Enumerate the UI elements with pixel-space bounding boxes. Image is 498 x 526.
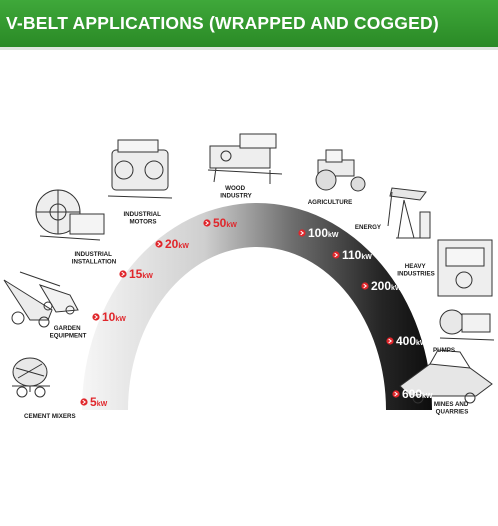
engine-icon [107, 139, 173, 199]
svg-text:200kW: 200kW [371, 279, 402, 293]
wood-machine-icon [207, 133, 283, 184]
heavy-machine-icon [437, 239, 493, 297]
power-unit: kW [422, 393, 433, 400]
marker-dot [155, 240, 163, 248]
marker-dot [386, 337, 394, 345]
power-marker: 10kW [92, 310, 126, 324]
oil-pump-icon [387, 187, 431, 239]
application-label: INDUSTRIAL MOTORS [123, 211, 162, 226]
marker-dot [119, 270, 127, 278]
power-marker: 50kW [203, 216, 237, 230]
power-value: 100 [308, 226, 328, 240]
application-labels: CEMENT MIXERS GARDEN EQUIPMENT INDUSTRIA… [24, 185, 470, 420]
marker-dot [361, 282, 369, 290]
power-value: 15 [129, 267, 143, 281]
power-marker: 100kW [298, 226, 339, 240]
application-label: MINES AND QUARRIES [434, 401, 470, 416]
application-label: GARDEN EQUIPMENT [50, 325, 87, 340]
application-label: WOOD INDUSTRY [220, 185, 252, 200]
svg-text:600kW: 600kW [402, 387, 433, 401]
application-label: ENERGY [355, 224, 382, 231]
power-value: 600 [402, 387, 422, 401]
power-marker: 15kW [119, 267, 153, 281]
power-markers: 5kW 10kW 15kW 20kW 50kW 100kW [80, 216, 433, 409]
page-title: V-BELT APPLICATIONS (WRAPPED AND COGGED) [6, 13, 439, 33]
application-label: HEAVY INDUSTRIES [397, 263, 434, 278]
power-unit: kW [142, 273, 153, 280]
svg-text:50kW: 50kW [213, 216, 237, 230]
power-marker: 20kW [155, 237, 189, 251]
svg-text:110kW: 110kW [342, 248, 372, 262]
application-label: INDUSTRIAL INSTALLATION [72, 251, 117, 266]
application-label: AGRICULTURE [308, 199, 353, 206]
lawn-mower-icon [3, 271, 79, 328]
power-value: 110 [342, 248, 362, 262]
marker-dot [80, 398, 88, 406]
power-value: 50 [213, 216, 227, 230]
power-unit: kW [115, 316, 126, 323]
cement-mixer-icon [12, 357, 50, 398]
svg-text:400kW: 400kW [396, 334, 427, 348]
svg-text:10kW: 10kW [102, 310, 126, 324]
svg-text:5kW: 5kW [90, 395, 108, 409]
power-marker: 600kW [392, 387, 433, 401]
marker-dot [203, 219, 211, 227]
industrial-fan-icon [35, 189, 105, 241]
svg-text:20kW: 20kW [165, 237, 189, 251]
power-unit: kW [178, 243, 189, 250]
power-unit: kW [328, 232, 339, 239]
power-marker: 200kW [361, 279, 402, 293]
power-unit: kW [97, 401, 108, 408]
application-label: PUMPS [433, 347, 455, 354]
power-value: 200 [371, 279, 391, 293]
title-banner: V-BELT APPLICATIONS (WRAPPED AND COGGED) [0, 0, 498, 50]
power-value: 20 [165, 237, 179, 251]
marker-dot [92, 313, 100, 321]
power-unit: kW [416, 340, 427, 347]
applications-diagram: CEMENT MIXERS GARDEN EQUIPMENT INDUSTRIA… [3, 133, 495, 420]
application-label: CEMENT MIXERS [24, 413, 76, 420]
power-marker: 5kW [80, 395, 108, 409]
tractor-icon [315, 149, 366, 192]
marker-dot [298, 229, 306, 237]
power-marker: 400kW [386, 334, 427, 348]
power-arc [82, 203, 432, 410]
svg-text:100kW: 100kW [308, 226, 339, 240]
power-unit: kW [226, 222, 237, 229]
marker-dot [392, 390, 400, 398]
power-value: 400 [396, 334, 416, 348]
power-value: 10 [102, 310, 116, 324]
crusher-icon [399, 349, 493, 404]
power-unit: kW [361, 254, 372, 261]
marker-dot [332, 251, 340, 259]
pump-icon [439, 309, 495, 341]
power-marker: 110kW [332, 248, 372, 262]
svg-text:15kW: 15kW [129, 267, 153, 281]
power-unit: kW [391, 285, 402, 292]
power-value: 5 [90, 395, 97, 409]
